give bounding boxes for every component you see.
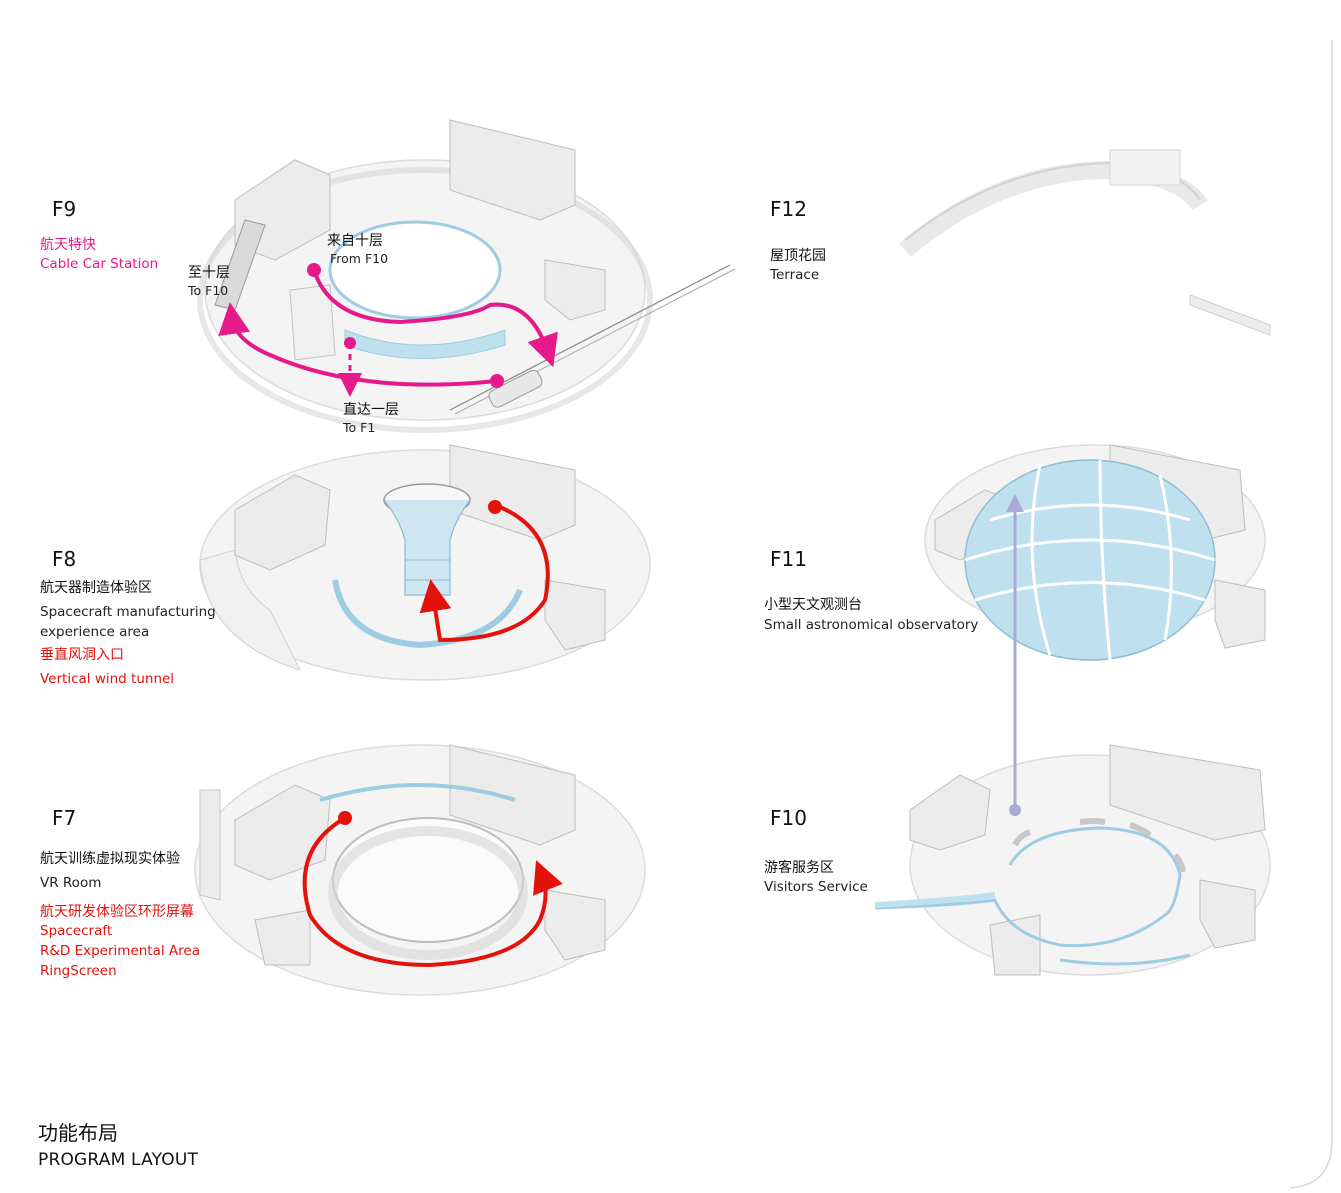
f9-to1-zh: 直达一层 [343, 402, 399, 418]
f10-zone-en: Visitors Service [764, 879, 868, 895]
f7-floor-label: F7 [52, 806, 77, 830]
f7-zone-en: VR Room [40, 875, 102, 891]
f8-zone-zh: 航天器制造体验区 [40, 580, 152, 596]
floor-f9-plan [197, 119, 736, 433]
f9-to10-zh: 至十层 [188, 265, 230, 281]
floor-f12-plan [899, 149, 1271, 336]
f7-ring-screen-zh: 航天研发体验区环形屏幕 [40, 904, 194, 920]
f12-floor-label: F12 [770, 197, 807, 221]
floor-f10-plan [874, 744, 1271, 976]
f9-zone-zh: 航天特快 [40, 237, 96, 253]
f7-zone-zh: 航天训练虚拟现实体验 [40, 851, 180, 867]
f7-ring-screen-en-3: RingScreen [40, 963, 117, 979]
page-title-zh: 功能布局 [38, 1121, 118, 1145]
f9-floor-label: F9 [52, 197, 77, 221]
floor-f8-plan [199, 444, 651, 681]
f12-zone-zh: 屋顶花园 [770, 248, 826, 264]
f8-zone-en-1: Spacecraft manufacturing [40, 604, 216, 620]
frame-edge [1289, 40, 1333, 1189]
f9-to10-en: To F10 [188, 283, 229, 298]
floor-f7-plan [194, 744, 646, 996]
f9-zone-en: Cable Car Station [40, 256, 159, 272]
f11-zone-en: Small astronomical observatory [764, 617, 979, 633]
f11-floor-label: F11 [770, 547, 807, 571]
f7-ring-screen-en-1: Spacecraft [40, 923, 113, 939]
f9-to1-en: To F1 [343, 420, 376, 435]
f9-from-en: From F10 [330, 251, 389, 266]
f12-zone-en: Terrace [770, 267, 820, 283]
f8-wind-tunnel-en: Vertical wind tunnel [40, 671, 175, 687]
f11-zone-zh: 小型天文观测台 [764, 597, 862, 613]
floor-f11-plan [924, 444, 1266, 661]
f8-zone-en-2: experience area [40, 624, 150, 640]
f7-ring-screen-en-2: R&D Experimental Area [40, 943, 200, 959]
f9-from-zh: 来自十层 [327, 233, 383, 249]
f10-floor-label: F10 [770, 806, 807, 830]
page-title-en: PROGRAM LAYOUT [38, 1150, 199, 1170]
f8-wind-tunnel-zh: 垂直风洞入口 [40, 647, 124, 663]
f8-floor-label: F8 [52, 547, 77, 571]
f10-zone-zh: 游客服务区 [764, 860, 834, 876]
